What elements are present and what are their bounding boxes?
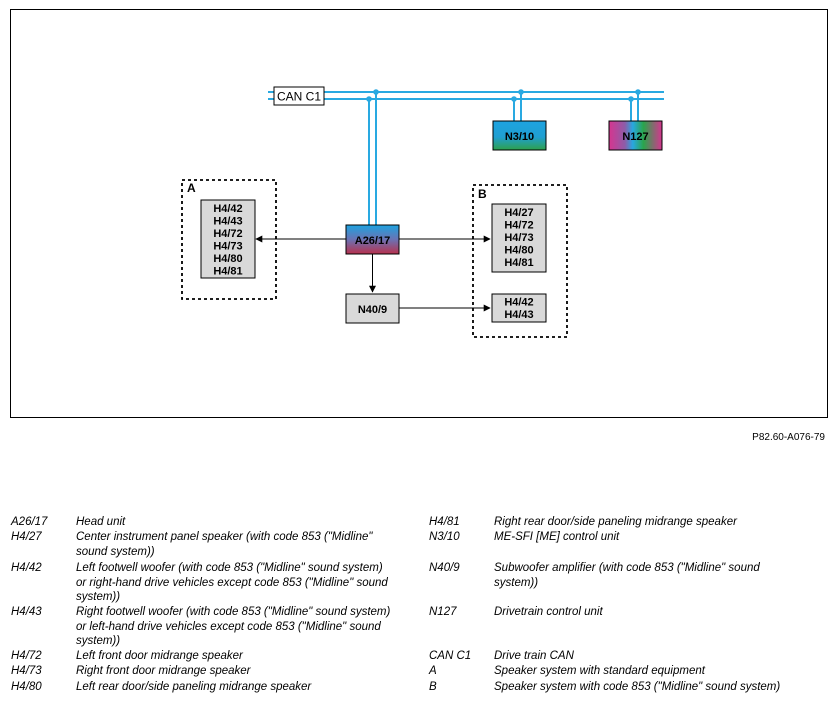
legend-desc: Center instrument panel speaker (with co…	[76, 531, 373, 558]
can-c1-label: CAN C1	[273, 86, 325, 106]
group-b-speaker: H4/72	[504, 220, 533, 232]
legend-code: H4/72	[11, 650, 42, 662]
node-a26-17: A26/17	[345, 224, 400, 255]
legend-code: H4/27	[11, 531, 42, 543]
legend-desc: Left front door midrange speaker	[76, 650, 243, 662]
group-a-label: A	[187, 181, 196, 195]
signal-arrows	[255, 235, 491, 312]
group-a-speaker: H4/72	[213, 228, 242, 240]
group-a-speaker: H4/81	[213, 266, 242, 278]
can-c1-text: CAN C1	[277, 90, 321, 104]
legend-desc: Drivetrain control unit	[494, 606, 603, 618]
node-n127: N127	[608, 120, 663, 151]
wiring-diagram: CAN C1 N3/10 N127 A26/17 N40/9 A H4/42 H…	[181, 86, 664, 338]
node-n127-label: N127	[622, 131, 648, 143]
group-b-speaker: H4/73	[504, 232, 533, 244]
legend-code: H4/80	[11, 681, 42, 693]
legend-desc: Left rear door/side paneling midrange sp…	[76, 681, 312, 693]
group-a-speaker: H4/43	[213, 216, 242, 228]
legend-desc: Speaker system with code 853 ("Midline" …	[494, 681, 781, 693]
legend-code: CAN C1	[429, 650, 472, 662]
node-n3-10-label: N3/10	[505, 131, 534, 143]
can-bus	[268, 91, 664, 225]
legend-desc: Drive train CAN	[494, 650, 574, 662]
group-b-speaker: H4/80	[504, 245, 533, 257]
legend-desc: Right front door midrange speaker	[76, 665, 251, 677]
group-b-speaker: H4/27	[504, 207, 533, 219]
group-a-speaker: H4/42	[213, 203, 242, 215]
diagram-frame	[10, 9, 828, 418]
node-n40-9-label: N40/9	[358, 304, 387, 316]
legend-code: A26/17	[11, 516, 48, 528]
legend-desc: Left footwell woofer (with code 853 ("Mi…	[76, 562, 388, 603]
legend-desc: ME-SFI [ME] control unit	[494, 531, 620, 543]
node-n3-10: N3/10	[492, 120, 547, 151]
legend-code: H4/81	[429, 516, 460, 528]
group-a: A H4/42 H4/43 H4/72 H4/73 H4/80 H4/81	[181, 179, 277, 300]
legend-code: H4/73	[11, 665, 42, 677]
legend-code: N3/10	[429, 531, 460, 543]
legend-code: N127	[429, 606, 457, 618]
group-a-speaker: H4/73	[213, 241, 242, 253]
legend-code: A	[429, 665, 437, 677]
group-b-label: B	[478, 187, 487, 201]
legend-desc: Speaker system with standard equipment	[494, 665, 705, 677]
group-b-woofer: H4/42	[504, 297, 533, 309]
legend-desc: Right footwell woofer (with code 853 ("M…	[76, 606, 391, 647]
group-b-woofer: H4/43	[504, 309, 533, 321]
figure-reference: P82.60-A076-79	[752, 432, 825, 443]
legend-code: N40/9	[429, 562, 460, 574]
group-b: B H4/27 H4/72 H4/73 H4/80 H4/81 H4/42 H4…	[472, 184, 568, 338]
legend-code: H4/43	[11, 606, 42, 618]
legend-code: B	[429, 681, 437, 693]
legend-desc: Subwoofer amplifier (with code 853 ("Mid…	[494, 562, 760, 589]
legend-desc: Head unit	[76, 516, 126, 528]
legend-desc: Right rear door/side paneling midrange s…	[494, 516, 737, 528]
node-a26-17-label: A26/17	[355, 235, 390, 247]
node-n40-9: N40/9	[345, 293, 400, 324]
group-b-speaker: H4/81	[504, 257, 533, 269]
legend-code: H4/42	[11, 562, 42, 574]
can-junctions	[366, 89, 641, 102]
group-a-speaker: H4/80	[213, 253, 242, 265]
